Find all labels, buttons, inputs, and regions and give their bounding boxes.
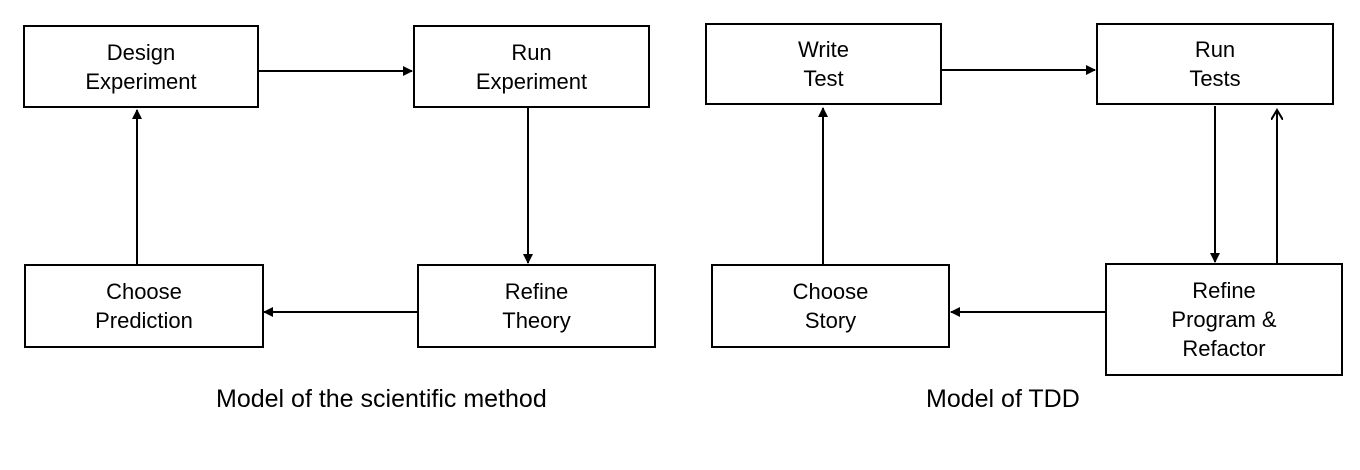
box-label-line: Choose xyxy=(106,279,182,304)
box-label-line: Theory xyxy=(502,308,571,333)
box-label-line: Experiment xyxy=(475,68,588,94)
box-label-line: Prediction xyxy=(95,308,193,333)
box-label-line: Tests xyxy=(1189,66,1241,91)
box-label-line: Refine xyxy=(504,279,569,304)
run-tests-box: Run Tests xyxy=(1096,23,1334,105)
write-test-box: Write Test xyxy=(705,23,942,105)
box-label-line: Write xyxy=(798,37,849,62)
box-label-line: Run xyxy=(1194,37,1236,62)
choose-prediction-box: Choose Prediction xyxy=(24,264,264,348)
box-label-line: Refactor xyxy=(1182,336,1266,361)
box-label-line: Choose xyxy=(792,279,869,304)
run-experiment-box: Run Experiment xyxy=(413,25,650,108)
tdd-caption: Model of TDD xyxy=(926,385,1080,413)
box-label-line: Test xyxy=(803,66,844,91)
box-label-line: Run xyxy=(511,39,552,65)
refine-theory-box: Refine Theory xyxy=(417,264,656,348)
box-label-line: Experiment xyxy=(85,68,197,94)
scientific-method-caption: Model of the scientific method xyxy=(216,385,547,413)
box-label-line: Design xyxy=(106,39,176,65)
choose-story-box: Choose Story xyxy=(711,264,950,348)
box-label-line: Program & xyxy=(1171,307,1277,332)
box-label-line: Refine xyxy=(1192,278,1256,303)
design-experiment-box: Design Experiment xyxy=(23,25,259,108)
box-label-line: Story xyxy=(804,308,857,333)
refine-program-refactor-box: Refine Program & Refactor xyxy=(1105,263,1343,376)
